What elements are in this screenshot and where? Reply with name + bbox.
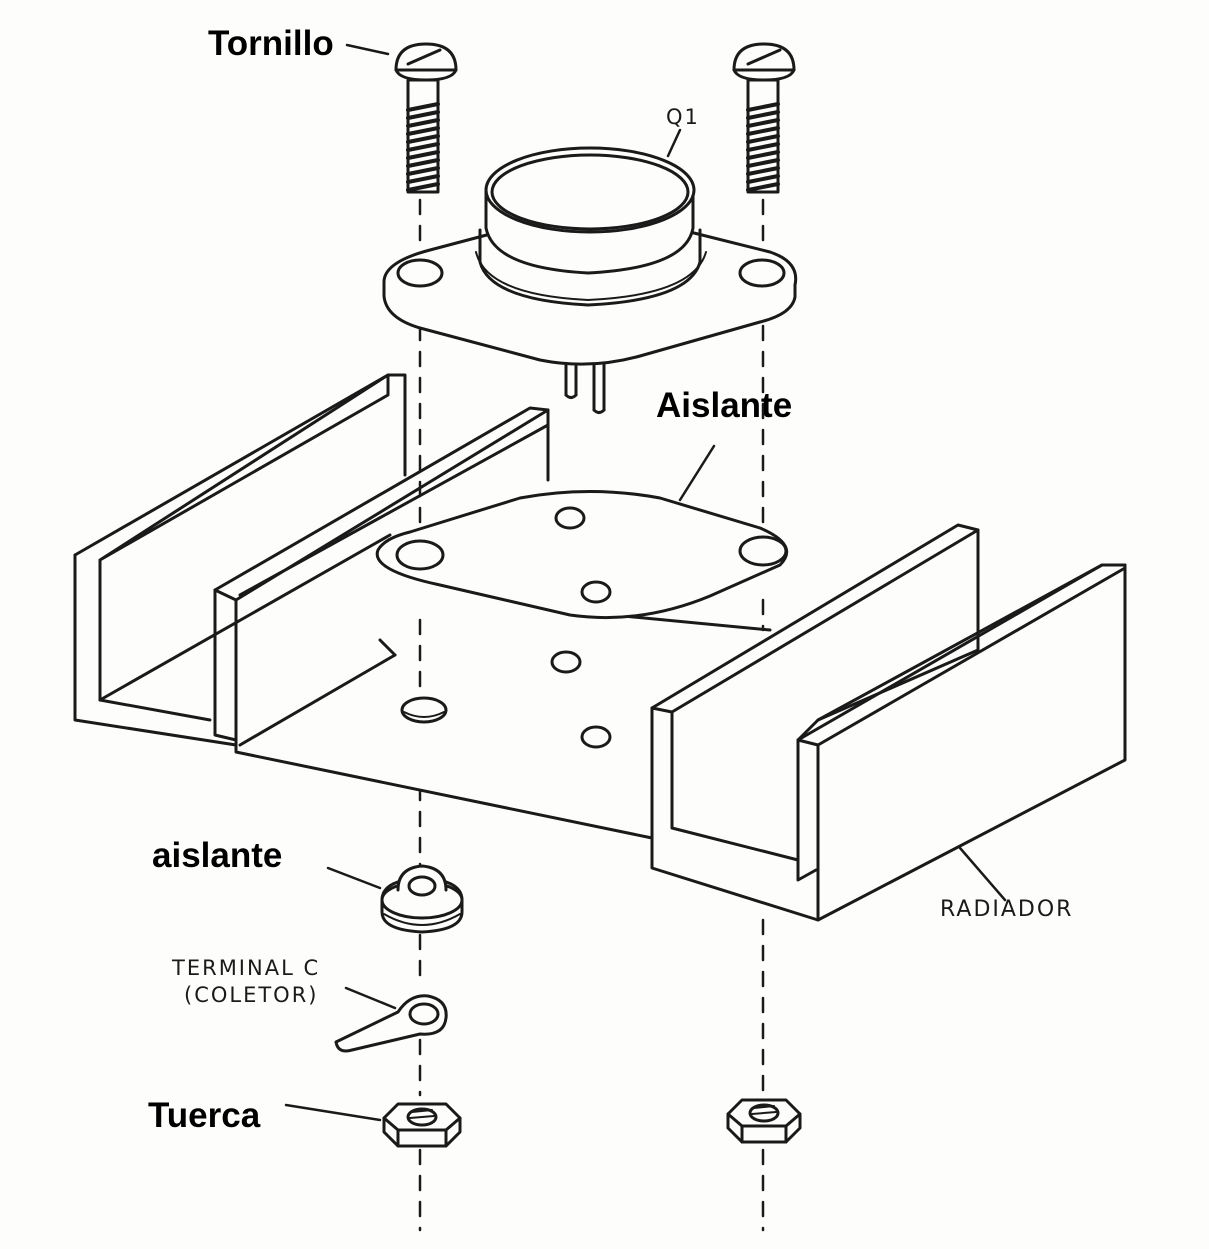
label-radiador: RADIADOR (940, 897, 1074, 922)
label-aislante-bottom: aislante (152, 836, 283, 875)
label-tornillo: Tornillo (208, 24, 334, 63)
screw-right (732, 42, 796, 194)
assembly-axis-lines (418, 198, 765, 1232)
insulating-bushing (380, 864, 464, 934)
label-aislante-top: Aislante (656, 386, 793, 425)
screw-left (394, 42, 458, 194)
mica-insulator (375, 490, 789, 620)
leader-lines (284, 43, 1007, 1122)
transistor-q1 (382, 146, 798, 414)
label-terminal-line2: (COLETOR) (184, 983, 319, 1007)
heatsink-radiator (73, 373, 1127, 922)
label-terminal-line1: TERMINAL C (172, 956, 321, 980)
collector-terminal-lug (334, 994, 448, 1053)
label-tuerca: Tuerca (148, 1096, 261, 1135)
label-q1: Q1 (666, 105, 700, 129)
hex-nut-right (726, 1098, 802, 1144)
hex-nut-left (382, 1102, 462, 1148)
